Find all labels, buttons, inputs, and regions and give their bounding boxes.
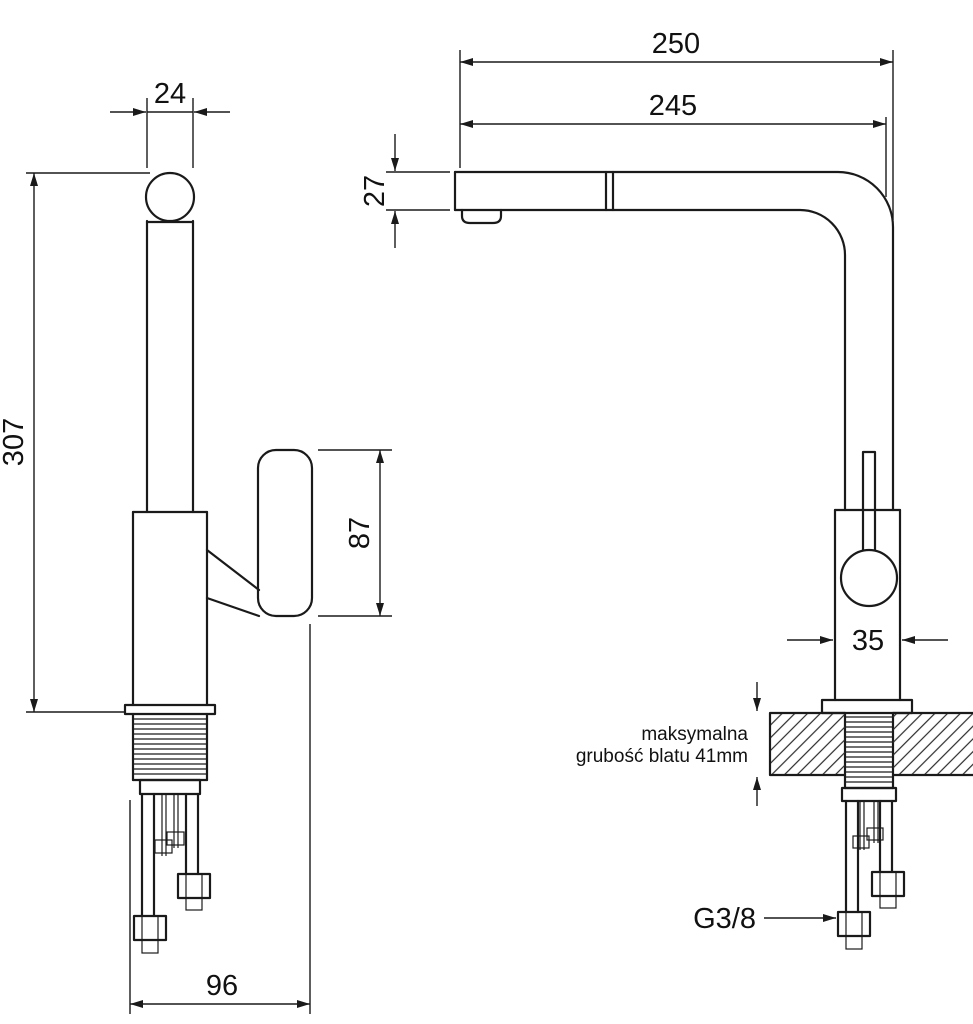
left-view <box>123 171 314 954</box>
thread-size-callout: G3/8 <box>693 903 836 935</box>
counter-note-line1: maksymalna <box>641 724 748 745</box>
handle-rod <box>861 450 877 552</box>
mixer-ball-top <box>144 171 196 223</box>
counter-note-line2: grubość blatu 41mm <box>576 746 748 767</box>
supply-hoses <box>132 792 212 954</box>
handle-lever <box>256 448 314 618</box>
dim-spout-reach-label: 245 <box>649 90 697 122</box>
right-view <box>453 170 914 950</box>
dim-spout-reach: 245 <box>460 90 887 197</box>
dim-body-width-label: 35 <box>852 625 884 657</box>
spout-outer <box>453 170 895 512</box>
dim-overall-height-label: 307 <box>0 418 30 466</box>
supply-hoses-right <box>836 799 906 950</box>
dim-overall-height: 307 <box>0 172 150 713</box>
dim-top-width: 24 <box>110 78 230 168</box>
thread-shank <box>134 718 206 775</box>
dim-base-width: 96 <box>129 624 311 1014</box>
dim-base-width-label: 96 <box>206 970 238 1002</box>
aerator <box>460 208 503 225</box>
base-flange-right <box>820 698 914 715</box>
dim-spout-height: 27 <box>359 134 450 248</box>
dim-spout-height-label: 27 <box>359 175 391 207</box>
base-flange <box>123 703 217 716</box>
dim-top-width-label: 24 <box>154 78 186 110</box>
mounting-nut <box>138 778 202 796</box>
dim-overall-depth-label: 250 <box>652 28 700 60</box>
counter-thickness-note: maksymalna grubość blatu 41mm <box>576 682 761 806</box>
dim-body-width: 35 <box>787 625 948 657</box>
counter-hatch-left <box>770 713 845 775</box>
mounting-studs <box>161 794 179 856</box>
mounting-studs-right <box>859 801 879 850</box>
spout-inner <box>453 208 847 512</box>
thread-shank-right <box>846 716 892 783</box>
ball-joint <box>839 548 899 608</box>
dim-handle-length-label: 87 <box>344 517 376 549</box>
counter-hatch-right <box>893 713 973 775</box>
mounting-nut-right <box>840 786 898 803</box>
dim-handle-length: 87 <box>318 449 392 617</box>
thread-size-label: G3/8 <box>693 903 756 935</box>
dim-overall-depth: 250 <box>459 28 894 220</box>
countertop-section <box>768 711 973 777</box>
